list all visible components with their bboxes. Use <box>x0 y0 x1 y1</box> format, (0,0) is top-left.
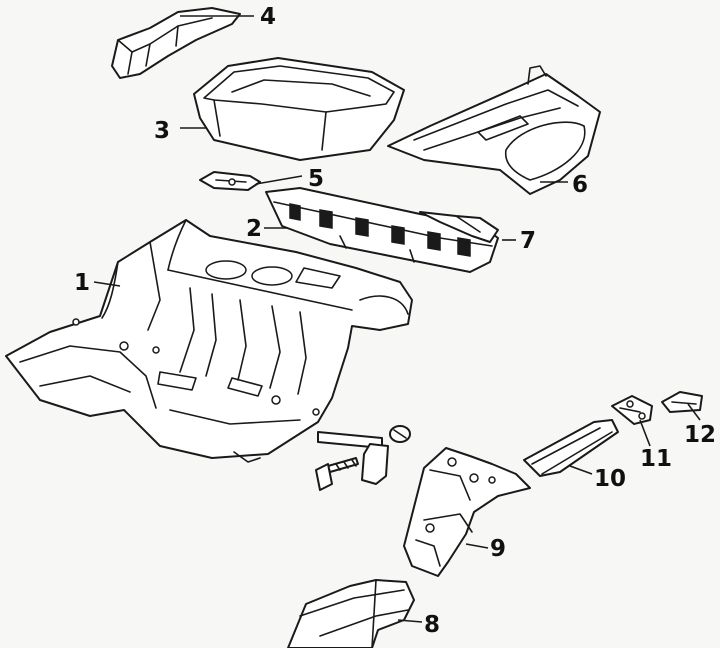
part-1-floor-pan <box>5 219 413 463</box>
callout-1: 1 <box>74 270 90 296</box>
callout-labels: 4 3 5 2 7 6 1 8 9 10 11 12 <box>74 4 716 638</box>
part-3-spare-wheel-well <box>193 57 405 161</box>
callout-2: 2 <box>246 216 262 242</box>
callout-3: 3 <box>154 118 170 144</box>
callout-12: 12 <box>684 422 716 448</box>
part-4-rear-bracket <box>111 7 241 79</box>
callout-10: 10 <box>594 466 626 492</box>
part-11-angle-bracket <box>611 395 653 425</box>
leader-lines <box>93 15 701 623</box>
bolt-and-bracket-assembly <box>315 425 411 491</box>
callout-8: 8 <box>424 612 440 638</box>
part-8-sill-section <box>287 579 415 648</box>
callout-5: 5 <box>308 166 324 192</box>
callout-11: 11 <box>640 446 672 472</box>
callout-9: 9 <box>490 536 506 562</box>
part-10-side-channel <box>523 419 619 477</box>
part-12-clip <box>661 391 703 413</box>
callout-4: 4 <box>260 4 276 30</box>
part-2-rear-cross-member <box>265 187 499 273</box>
callout-6: 6 <box>572 172 588 198</box>
part-6-rear-side-member <box>387 65 601 195</box>
part-7-end-bracket <box>419 211 499 243</box>
part-5-small-bracket <box>199 171 261 191</box>
callout-7: 7 <box>520 228 536 254</box>
part-9-wheelhouse-panel <box>403 447 531 577</box>
